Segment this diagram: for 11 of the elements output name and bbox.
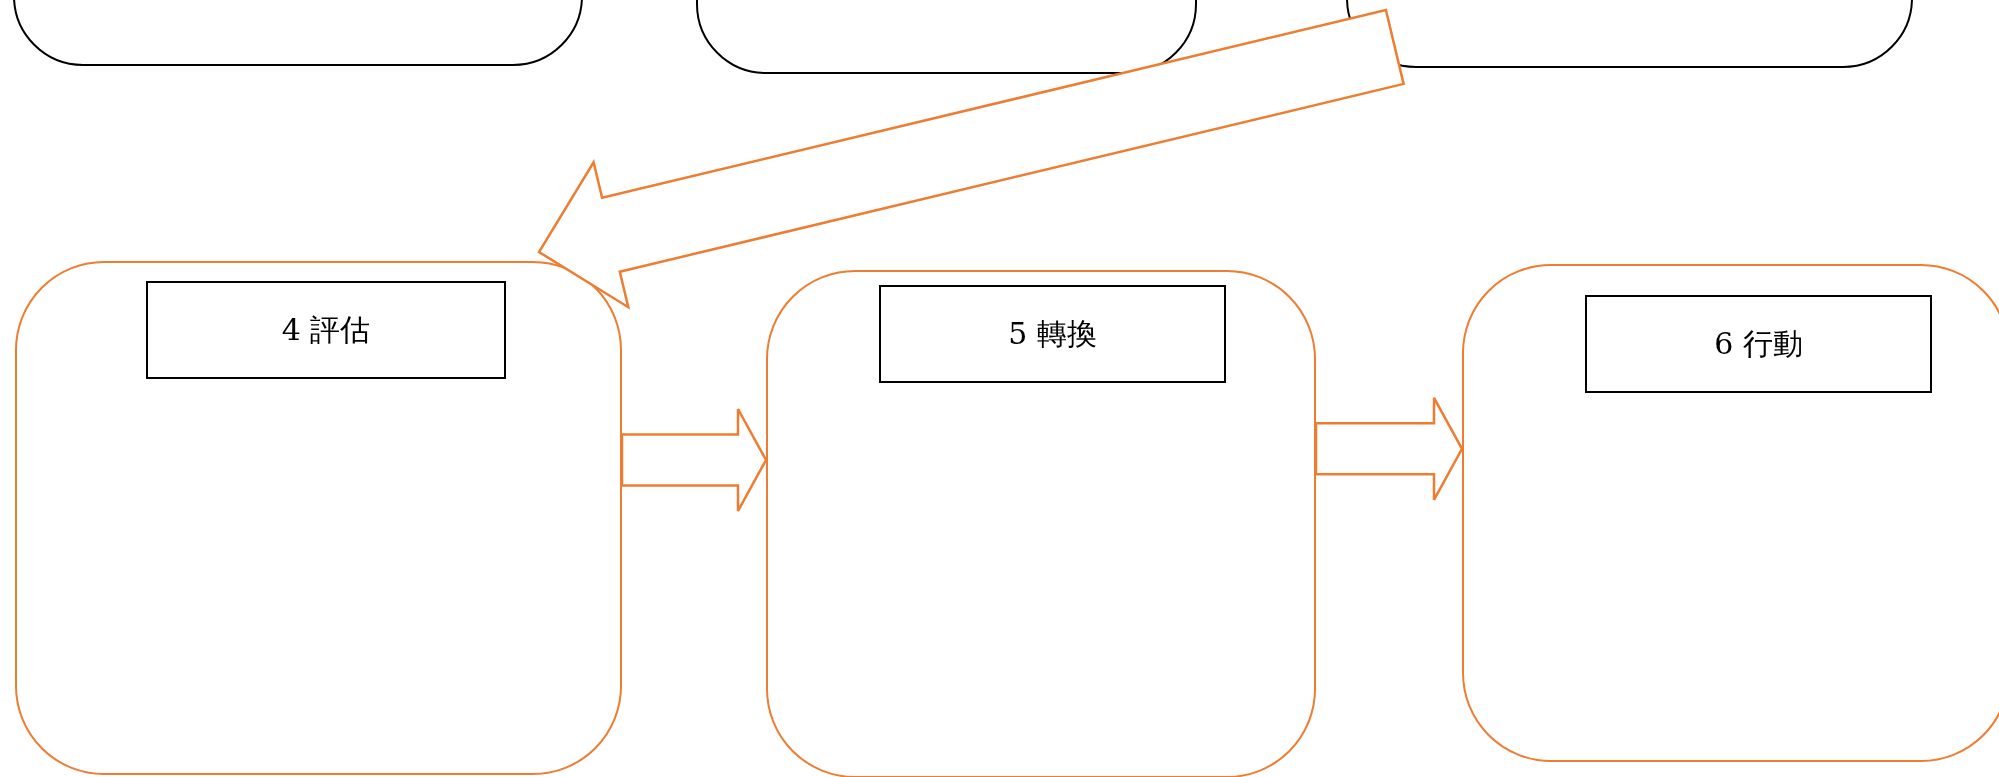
label-box	[1585, 295, 1932, 393]
block-arrow	[620, 407, 768, 513]
rounded-box	[1462, 264, 1999, 762]
block-arrow	[537, 8, 1406, 310]
label-box	[146, 281, 506, 379]
block-arrow	[1314, 396, 1464, 502]
label-box	[879, 285, 1226, 383]
step-title: 6 行動	[1714, 324, 1803, 363]
rounded-box	[766, 270, 1316, 777]
step-title: 5 轉換	[1008, 314, 1097, 353]
step-title: 4 評估	[281, 310, 371, 349]
